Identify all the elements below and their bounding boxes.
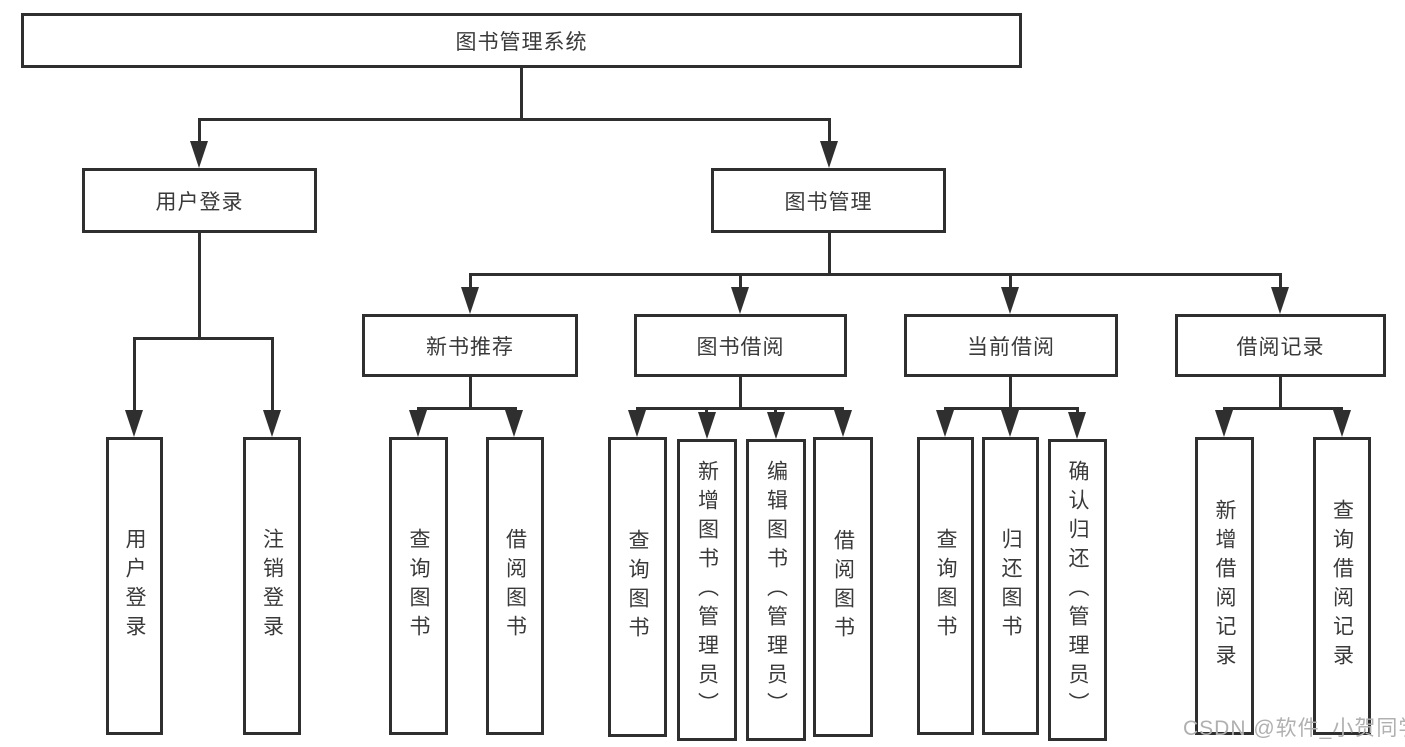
connector-line: [1279, 273, 1282, 289]
leaf-label: 用户登录: [123, 528, 146, 644]
arrowhead-down-icon: [820, 141, 838, 168]
leaf-logout: 注销登录: [243, 437, 301, 735]
connector-line: [417, 407, 517, 410]
arrowhead-down-icon: [1001, 287, 1019, 314]
connector-line: [1223, 407, 1342, 410]
csdn-watermark: CSDN @软件_小贺同学: [1183, 717, 1405, 740]
connector-line: [739, 377, 742, 407]
node-label: 借阅记录: [1236, 335, 1325, 359]
arrowhead-down-icon: [190, 141, 208, 168]
leaf-bb-query-books: 查询图书: [608, 437, 667, 737]
leaf-bb-edit-books-admin: 编辑图书（管理员）: [746, 439, 806, 741]
arrowhead-down-icon: [1001, 410, 1019, 437]
arrowhead-down-icon: [1271, 287, 1289, 314]
leaf-label: 归还图书: [999, 528, 1022, 644]
arrowhead-down-icon: [125, 410, 143, 437]
leaf-bb-borrow-books: 借阅图书: [813, 437, 873, 737]
connector-line: [198, 233, 201, 337]
node-label: 图书管理系统: [455, 30, 588, 54]
connector-line: [774, 407, 777, 415]
leaf-label: 注销登录: [260, 528, 284, 644]
leaf-nbr-query-books: 查询图书: [389, 437, 448, 735]
connector-line: [1279, 377, 1282, 407]
leaf-bb-add-books-admin: 新增图书（管理员）: [677, 439, 737, 741]
connector-line: [469, 377, 472, 407]
node-label: 用户登录: [155, 190, 244, 214]
connector-line: [1076, 407, 1079, 415]
connector-line: [520, 68, 523, 118]
leaf-cb-return-books: 归还图书: [982, 437, 1039, 735]
arrowhead-down-icon: [1333, 410, 1351, 437]
arrowhead-down-icon: [263, 410, 281, 437]
node-borrowing-records: 借阅记录: [1175, 314, 1386, 377]
leaf-cb-confirm-return-admin: 确认归还（管理员）: [1048, 439, 1107, 741]
leaf-br-query-borrow-record: 查询借阅记录: [1313, 437, 1371, 735]
arrowhead-down-icon: [409, 410, 427, 437]
connector-line: [1009, 273, 1012, 289]
connector-line: [705, 407, 708, 415]
node-new-book-recommend: 新书推荐: [362, 314, 578, 377]
node-label: 图书借阅: [696, 335, 785, 359]
leaf-label: 新增图书（管理员）: [695, 459, 719, 721]
arrowhead-down-icon: [936, 410, 954, 437]
node-book-management: 图书管理: [711, 168, 946, 233]
leaf-label: 查询借阅记录: [1330, 499, 1354, 673]
leaf-label: 查询图书: [934, 528, 957, 644]
arrowhead-down-icon: [731, 287, 749, 314]
leaf-label: 查询图书: [626, 529, 649, 645]
leaf-label: 借阅图书: [503, 528, 527, 644]
connector-line: [198, 118, 831, 121]
node-user-login: 用户登录: [82, 168, 317, 233]
leaf-user-login: 用户登录: [106, 437, 163, 735]
connector-line: [271, 337, 274, 413]
arrowhead-down-icon: [628, 410, 646, 437]
connector-line: [133, 337, 136, 413]
node-label: 图书管理: [784, 190, 873, 214]
arrowhead-down-icon: [834, 410, 852, 437]
connector-line: [469, 273, 472, 289]
leaf-label: 确认归还（管理员）: [1066, 459, 1089, 721]
connector-line: [469, 273, 1282, 276]
node-current-borrowing: 当前借阅: [904, 314, 1118, 377]
leaf-label: 查询图书: [407, 528, 430, 644]
arrowhead-down-icon: [767, 412, 785, 439]
connector-line: [636, 407, 844, 410]
node-label: 新书推荐: [426, 335, 514, 359]
leaf-label: 编辑图书（管理员）: [764, 459, 788, 721]
node-root-library-management-system: 图书管理系统: [21, 13, 1022, 68]
connector-line: [1009, 377, 1012, 407]
node-book-borrowing: 图书借阅: [634, 314, 847, 377]
connector-line: [739, 273, 742, 289]
connector-line: [133, 337, 274, 340]
connector-line: [198, 118, 201, 144]
leaf-label: 新增借阅记录: [1213, 499, 1236, 673]
leaf-nbr-borrow-books: 借阅图书: [486, 437, 544, 735]
arrowhead-down-icon: [698, 412, 716, 439]
leaf-cb-query-books: 查询图书: [917, 437, 974, 735]
connector-line: [828, 233, 831, 273]
arrowhead-down-icon: [1068, 412, 1086, 439]
arrowhead-down-icon: [505, 410, 523, 437]
connector-line: [828, 118, 831, 144]
arrowhead-down-icon: [1215, 410, 1233, 437]
leaf-br-add-borrow-record: 新增借阅记录: [1195, 437, 1254, 735]
node-label: 当前借阅: [967, 335, 1055, 359]
leaf-label: 借阅图书: [831, 529, 855, 645]
arrowhead-down-icon: [461, 287, 479, 314]
